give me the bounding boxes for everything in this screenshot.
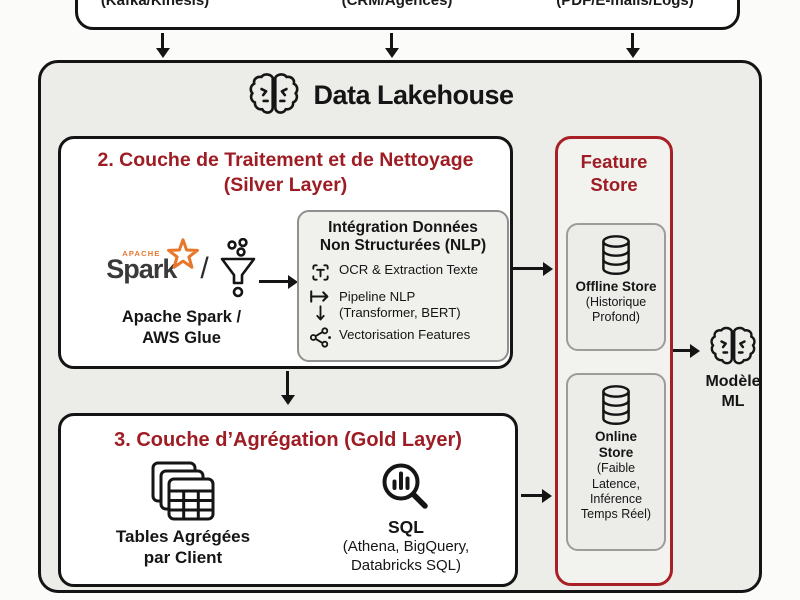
slash-separator: / (200, 252, 209, 285)
offline-store-name: Offline Store (575, 279, 657, 294)
lakehouse-title: Data Lakehouse (313, 79, 514, 110)
magnifier-chart-icon (379, 460, 433, 514)
online-store-name: Online Store (594, 429, 637, 461)
online-store-card: Online Store (Faible Latence, Inférence … (566, 373, 666, 551)
offline-store-sub: (Historique Profond) (585, 295, 647, 325)
nlp-title: Intégration Données Non Structurées (NLP… (319, 219, 487, 255)
feature-store-box: Feature Store Offline Store (Historique … (555, 136, 673, 586)
brain-icon (709, 325, 757, 369)
stacked-tables-icon (150, 460, 216, 522)
spark-logo-row: APACHE Spark / (79, 237, 284, 301)
arrow-nlp-to-feature-store (511, 267, 543, 270)
nlp-item-vectorisation: Vectorisation Features (308, 327, 498, 348)
down-arrow-icon (315, 304, 326, 325)
arrow-feature-store-to-ml (673, 349, 690, 352)
arrow-source-1-to-lakehouse (161, 33, 164, 48)
sql-label: SQL (388, 517, 424, 537)
nlp-item-pipeline-label: Pipeline NLP (Transformer, BERT) (339, 288, 461, 320)
nlp-item-pipeline: Pipeline NLP (Transformer, BERT) (308, 289, 498, 325)
nlp-item-ocr: OCR & Extraction Texte (308, 262, 498, 283)
ocr-frame-icon (310, 262, 331, 283)
sql-group: SQL (Athena, BigQuery, Databricks SQL) (316, 460, 496, 576)
silver-layer-title: 2. Couche de Traitement et de Nettoyage … (97, 149, 474, 196)
ml-model-group: Modèle ML (701, 325, 765, 412)
spark-wordmark: APACHE Spark (106, 254, 190, 285)
spark-glue-group: APACHE Spark / Apache Spark / AWS Glue (79, 237, 284, 349)
database-icon (599, 234, 633, 277)
offline-store-card: Offline Store (Historique Profond) (566, 223, 666, 351)
database-icon (599, 384, 633, 427)
lakehouse-title-row: Data Lakehouse (41, 69, 721, 121)
aggregated-tables-group: Tables Agrégées par Client (83, 460, 283, 569)
data-sources-box (75, 0, 740, 30)
arrow-silver-to-gold (286, 371, 289, 395)
arrow-source-2-to-lakehouse (390, 33, 393, 48)
funnel-icon (219, 238, 257, 300)
silver-layer-box: 2. Couche de Traitement et de Nettoyage … (58, 136, 513, 369)
star-icon (164, 236, 202, 274)
sql-engines-label: (Athena, BigQuery, Databricks SQL) (342, 538, 470, 574)
spark-text: Spark (106, 253, 177, 284)
spark-glue-label: Apache Spark / AWS Glue (121, 308, 242, 348)
feature-store-title: Feature Store (580, 151, 648, 196)
source-label-streaming: (Kafka/Kinesis) (100, 0, 210, 9)
online-store-sub: (Faible Latence, Inférence Temps Réel) (580, 461, 652, 522)
arrow-gold-to-feature-store (521, 494, 542, 497)
aggregated-tables-label: Tables Agrégées par Client (115, 527, 251, 568)
gold-layer-box: 3. Couche d’Agrégation (Gold Layer) Tabl… (58, 413, 518, 587)
graph-nodes-icon (309, 327, 332, 348)
nlp-item-vectorisation-label: Vectorisation Features (339, 326, 471, 342)
nlp-item-ocr-label: OCR & Extraction Texte (339, 261, 479, 277)
pipeline-mapsto-icon (308, 289, 332, 304)
source-label-crm: (CRM/Agences) (341, 0, 453, 9)
source-label-documents: (PDF/E-mails/Logs) (556, 0, 694, 9)
spark-apache-text: APACHE (122, 248, 161, 258)
arrow-spark-to-nlp (259, 280, 288, 283)
nlp-box: Intégration Données Non Structurées (NLP… (297, 210, 509, 362)
ml-model-label: Modèle ML (705, 373, 761, 410)
arrow-source-3-to-lakehouse (631, 33, 634, 48)
data-lakehouse-container: Data Lakehouse 2. Couche de Traitement e… (38, 60, 762, 593)
gold-layer-title: 3. Couche d’Agrégation (Gold Layer) (114, 429, 462, 451)
brain-icon (248, 71, 300, 119)
